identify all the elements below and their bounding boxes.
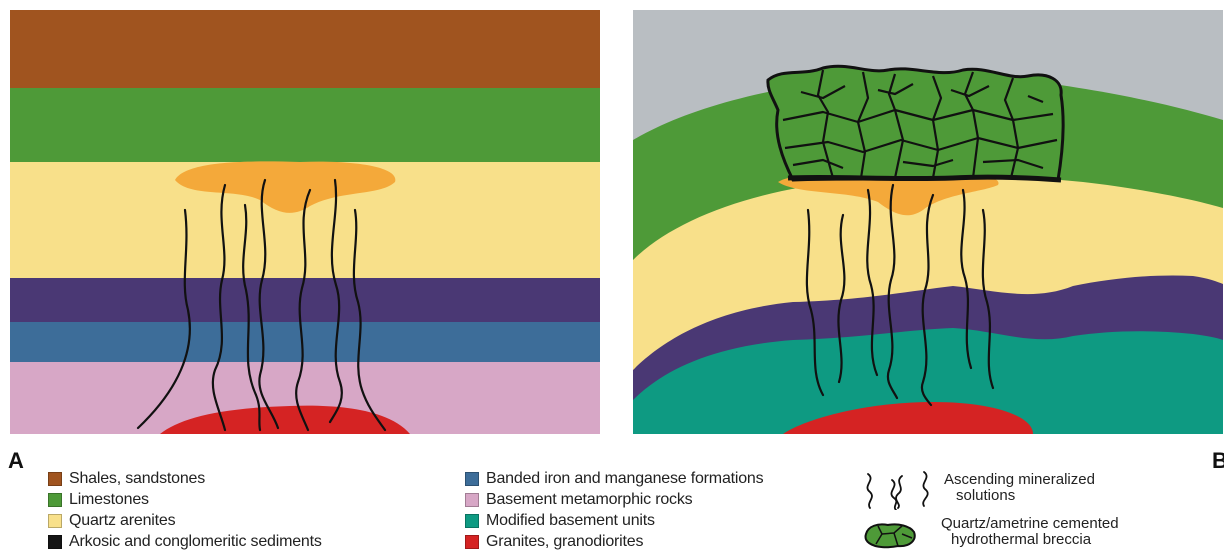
legend-swatch [48,535,62,549]
legend-item-quartz-arenites: Quartz arenites [48,510,322,531]
legend-column-2: Banded iron and manganese formations Bas… [465,468,763,552]
layer-dark-band [10,278,600,322]
panel-a-letter: A [8,448,24,474]
legend-item-shales: Shales, sandstones [48,468,322,489]
legend-label: Arkosic and conglomeritic sediments [69,533,322,551]
legend-label: Basement metamorphic rocks [486,491,692,509]
legend-item-limestones: Limestones [48,489,322,510]
legend-swatch [465,535,479,549]
layer-banded-iron [10,322,600,362]
legend-label: Modified basement units [486,512,655,530]
legend-symbol-line2: hydrothermal breccia [941,532,1119,548]
legend-item-modified-basement: Modified basement units [465,510,763,531]
legend-item-ascending-solutions: Ascending mineralized solutions [858,470,1095,510]
legend-item-banded-iron: Banded iron and manganese formations [465,468,763,489]
legend-symbol-line2: solutions [944,488,1095,504]
legend-symbol-line1: Ascending mineralized [944,472,1095,488]
panel-b-cross-section [633,10,1223,434]
legend-item-granites: Granites, granodiorites [465,531,763,552]
legend-label: Granites, granodiorites [486,533,643,551]
breccia-base-line [788,177,1061,180]
legend-symbol-text: Quartz/ametrine cemented hydrothermal br… [941,516,1119,548]
legend-symbol-line1: Quartz/ametrine cemented [941,516,1119,532]
layer-limestones [10,88,600,162]
panel-a-cross-section [10,10,600,434]
legend-item-breccia: Quartz/ametrine cemented hydrothermal br… [862,520,1119,550]
layer-shales [10,10,600,88]
vein-lines-icon [858,470,938,510]
legend-column-1: Shales, sandstones Limestones Quartz are… [48,468,322,552]
legend-swatch [465,514,479,528]
panel-b-svg [633,10,1223,434]
legend-label: Banded iron and manganese formations [486,470,763,488]
legend-label: Shales, sandstones [69,470,205,488]
breccia-body [768,66,1063,180]
legend-symbol-text: Ascending mineralized solutions [944,472,1095,504]
breccia-fragment-icon [862,520,918,550]
legend-item-basement-metamorphic: Basement metamorphic rocks [465,489,763,510]
panel-b-letter: B [1212,448,1224,474]
legend-swatch [48,472,62,486]
legend-item-arkosic: Arkosic and conglomeritic sediments [48,531,322,552]
legend-swatch [48,493,62,507]
legend-label: Quartz arenites [69,512,175,530]
legend-label: Limestones [69,491,149,509]
panel-a-svg [10,10,600,434]
legend-swatch [465,493,479,507]
legend-swatch [48,514,62,528]
legend-swatch [465,472,479,486]
